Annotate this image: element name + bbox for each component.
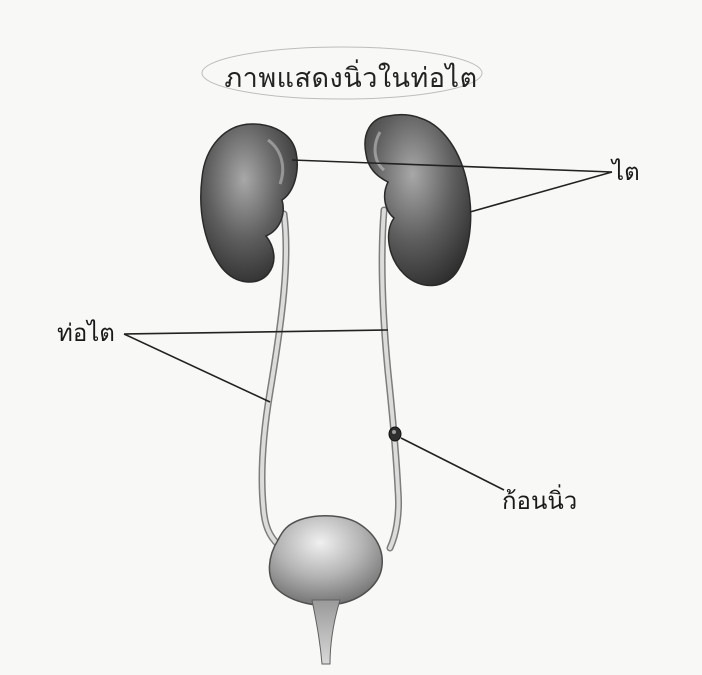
ureter-label: ท่อไต [57, 313, 115, 352]
page-title: ภาพแสดงนิ่วในท่อไต [0, 56, 702, 99]
kidney-pointer-right [470, 172, 612, 212]
urethra [312, 600, 340, 664]
ureter-pointer-lower [124, 334, 270, 402]
stone-pointer [401, 438, 504, 490]
ureter-pointer-upper [124, 330, 388, 334]
kidney-stone [389, 427, 401, 441]
kidney-label: ไต [612, 152, 640, 191]
bladder [269, 516, 382, 606]
stone-label: ก้อนนิ่ว [502, 481, 577, 520]
